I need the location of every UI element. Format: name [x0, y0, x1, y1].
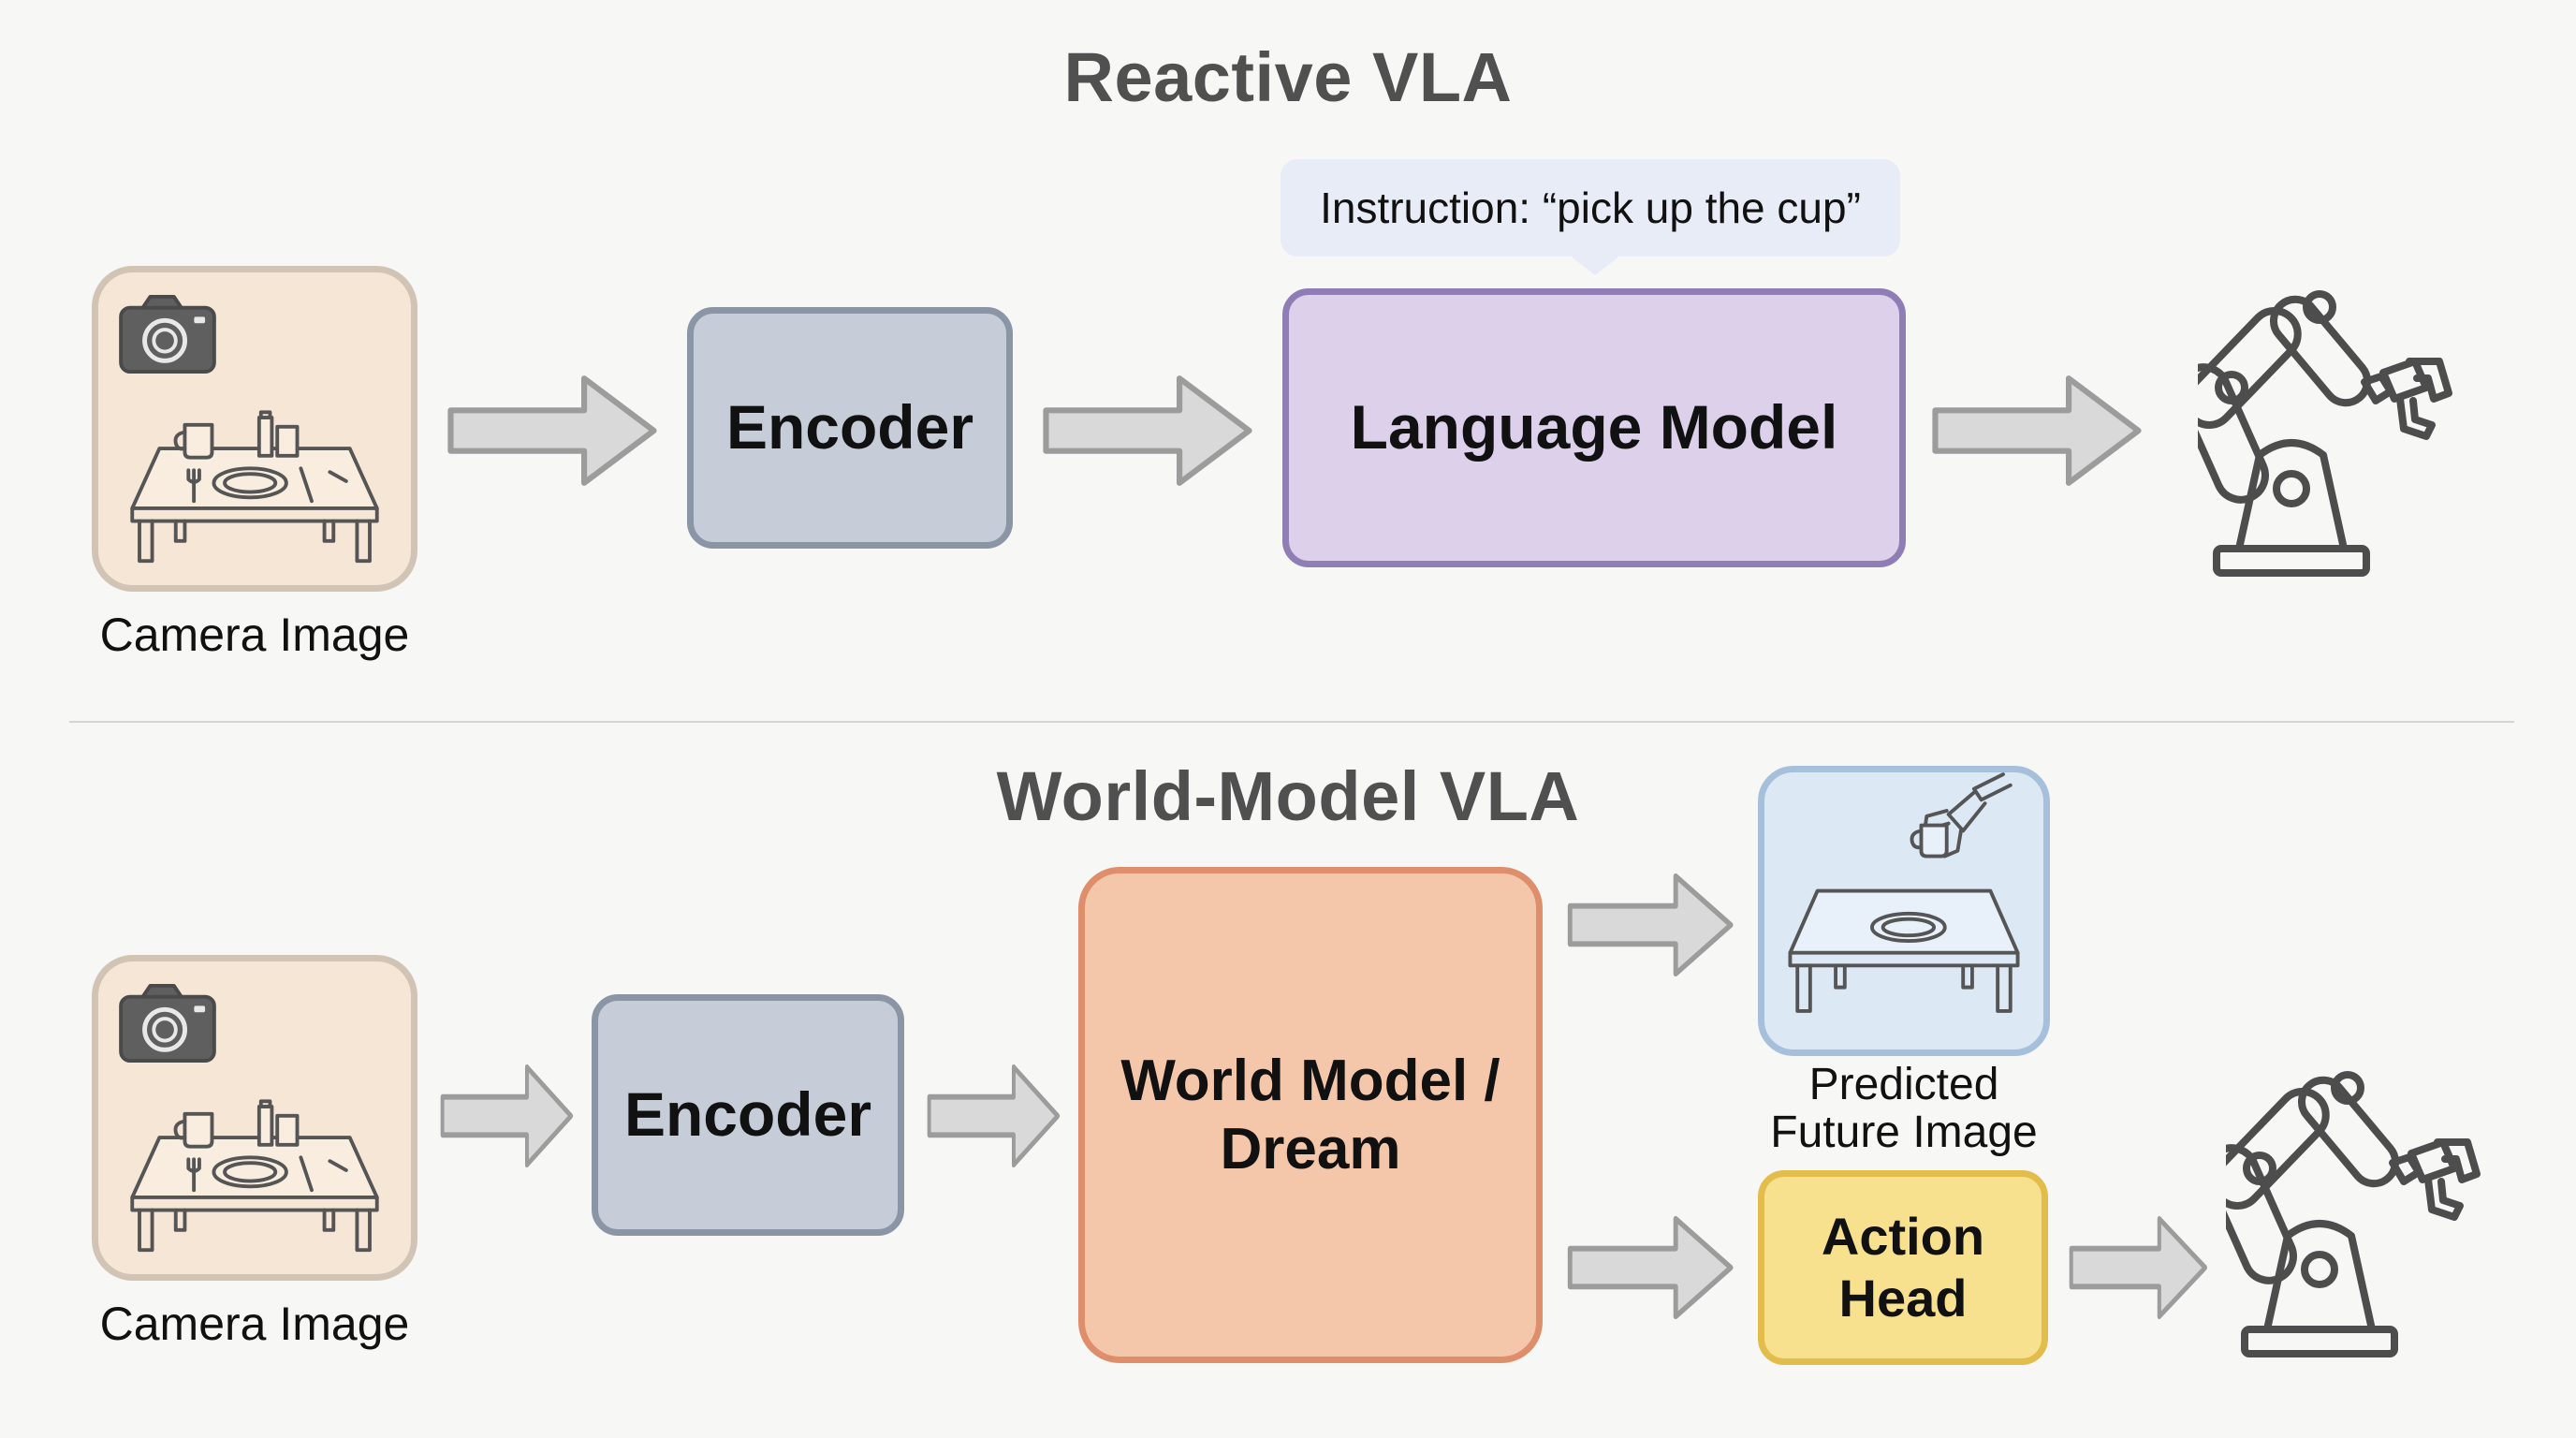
instruction-bubble: Instruction: “pick up the cup”: [1281, 159, 1900, 257]
arrow-right-icon: [444, 373, 663, 489]
action-head-label-line1: Action: [1821, 1206, 1985, 1266]
world-model-encoder-box: Encoder: [592, 994, 904, 1236]
arrow-right-icon: [1928, 373, 2147, 489]
reactive-vla-title: Reactive VLA: [1063, 38, 1513, 116]
predicted-future-caption: Predicted Future Image: [1698, 1060, 2110, 1157]
reactive-camera-caption: Camera Image: [99, 609, 410, 661]
reactive-camera-image-box: [92, 266, 417, 592]
gripper-cup-icon: [1772, 772, 2036, 1046]
table-scene-icon: [123, 392, 387, 565]
predicted-future-caption-line2: Future Image: [1770, 1107, 2038, 1157]
camera-icon: [117, 293, 218, 375]
predicted-future-image-box: [1758, 766, 2050, 1056]
arrow-right-icon: [2069, 1213, 2209, 1322]
world-model-dream-box: World Model / Dream: [1078, 867, 1543, 1363]
reactive-encoder-label: Encoder: [725, 392, 974, 462]
camera-icon: [117, 982, 218, 1064]
action-head-label-line2: Head: [1838, 1269, 1968, 1328]
predicted-future-caption-line1: Predicted: [1808, 1060, 1999, 1109]
instruction-bubble-tail: [1569, 255, 1621, 275]
arrow-right-icon: [1567, 871, 1735, 979]
world-model-camera-caption: Camera Image: [99, 1298, 410, 1350]
world-model-vla-title: World-Model VLA: [996, 757, 1580, 835]
table-scene-icon: [123, 1081, 387, 1254]
section-divider: [69, 721, 2514, 723]
arrow-right-icon: [1039, 373, 1258, 489]
arrow-right-icon: [927, 1062, 1061, 1170]
arrow-right-icon: [1567, 1213, 1735, 1322]
arrow-right-icon: [440, 1062, 575, 1170]
language-model-box: Language Model: [1282, 288, 1906, 567]
world-model-encoder-label: Encoder: [623, 1079, 872, 1150]
reactive-encoder-box: Encoder: [687, 307, 1013, 549]
world-model-camera-image-box: [92, 955, 417, 1281]
action-head-box: Action Head: [1758, 1170, 2048, 1365]
world-model-label-line2: Dream: [1220, 1117, 1401, 1181]
world-model-label-line1: World Model /: [1120, 1048, 1500, 1113]
language-model-label: Language Model: [1350, 392, 1838, 462]
robot-arm-icon: [2198, 271, 2479, 580]
robot-arm-icon: [2226, 1052, 2507, 1361]
